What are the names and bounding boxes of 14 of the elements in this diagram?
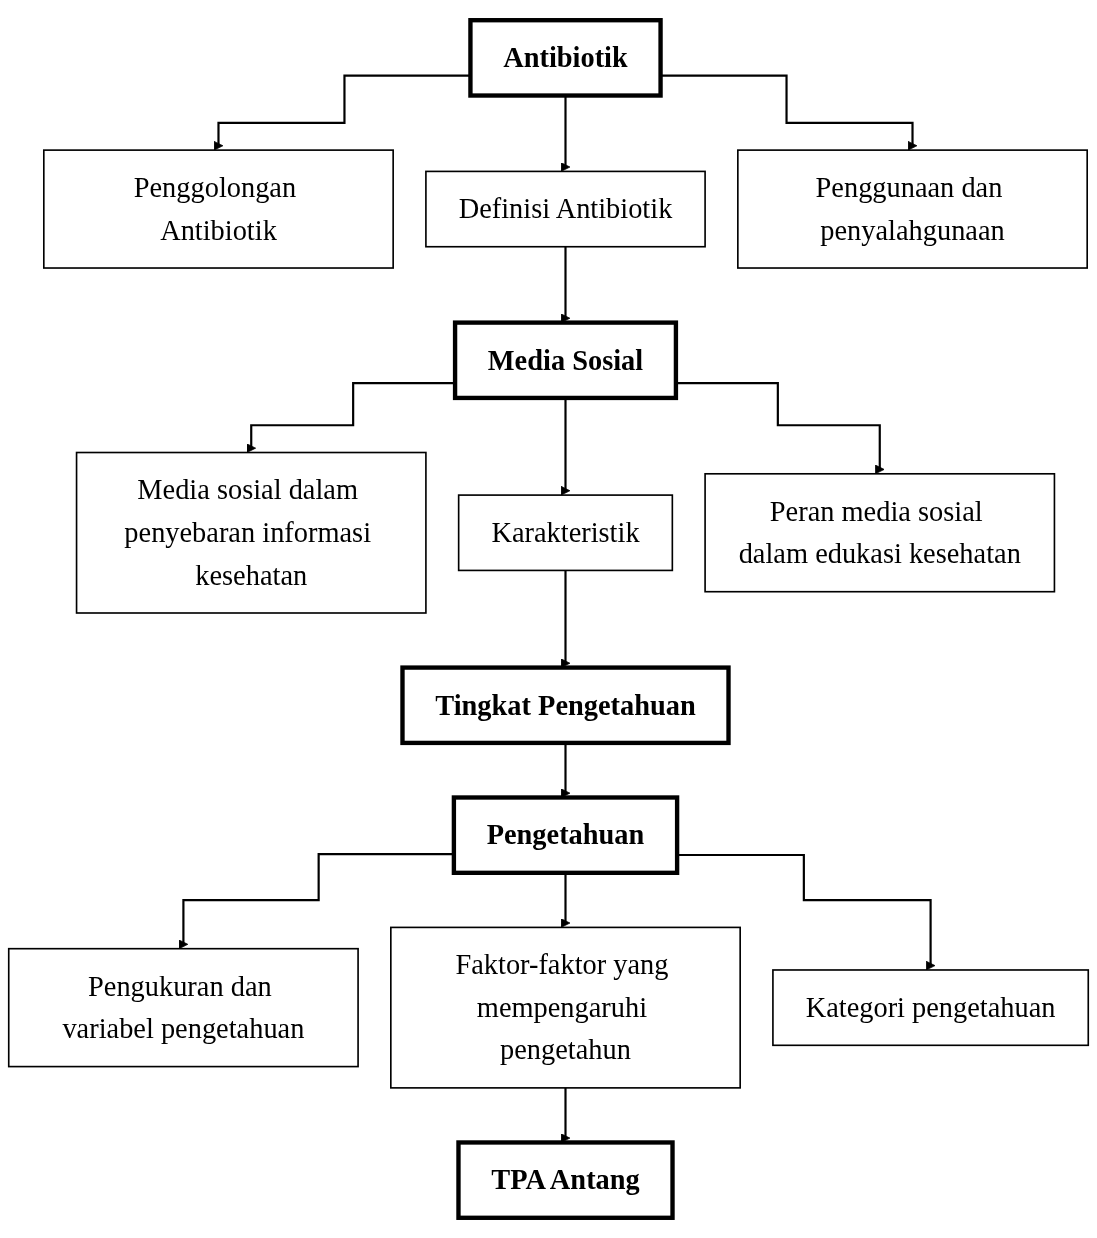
node-box: Media Sosial (452, 320, 679, 401)
node-box: Faktor-faktor yang mempengaruhi pengetahun (390, 926, 741, 1089)
node-box: Media sosial dalam penyebaran informasi kesehatan (75, 451, 427, 614)
node-box: Peran media sosial dalam edukasi kesehatan (704, 473, 1056, 593)
node-box: Pengukuran dan variabel pengetahuan (7, 947, 359, 1068)
node-box: Penggolongan Antibiotik (43, 149, 394, 269)
node-box: Pengetahuan (451, 795, 680, 875)
node-box: Tingkat Pengetahuan (400, 665, 731, 746)
node-box: Penggunaan dan penyalahgunaan (737, 149, 1088, 269)
node-box: TPA Antang (456, 1140, 675, 1220)
node-box: Antibiotik (468, 18, 663, 98)
node-box: Definisi Antibiotik (425, 170, 706, 248)
node-box: Karakteristik (457, 494, 674, 572)
node-box: Kategori pengetahuan (772, 969, 1090, 1047)
